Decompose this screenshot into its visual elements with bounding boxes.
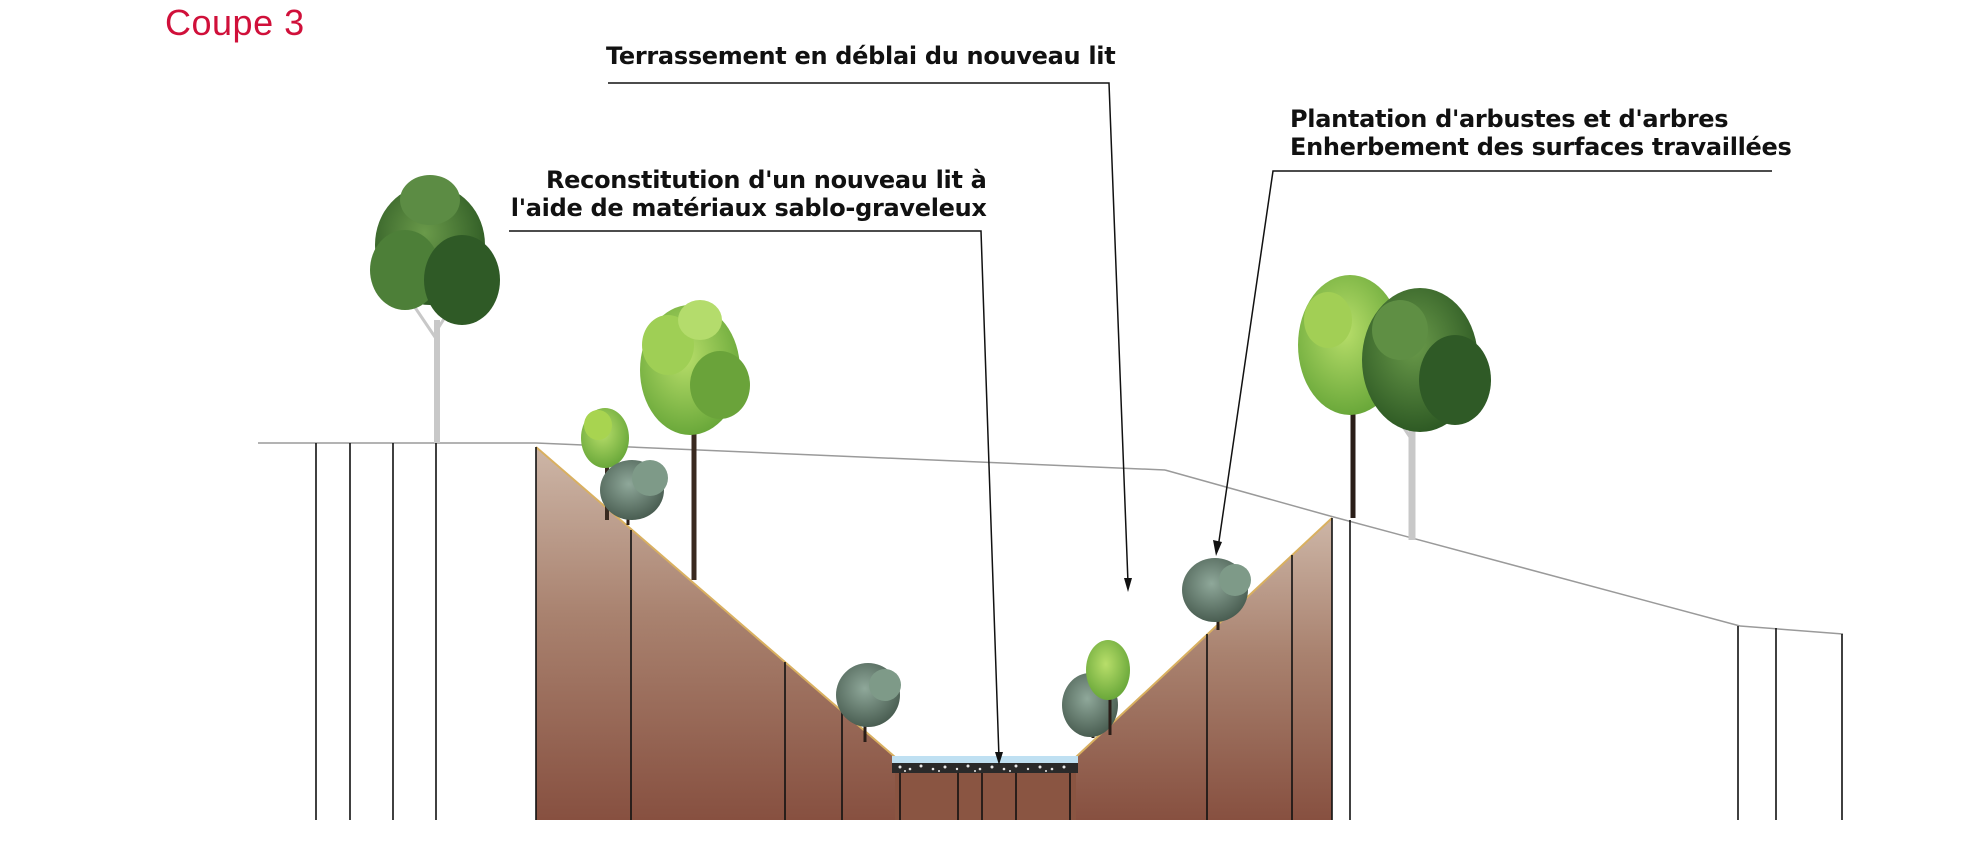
annotation-terrassement: Terrassement en déblai du nouveau lit bbox=[606, 42, 1116, 70]
ground-line bbox=[258, 442, 1844, 635]
arrow-heads bbox=[995, 540, 1222, 765]
annotation-reconstitution-line1: Reconstitution d'un nouveau lit à bbox=[546, 166, 987, 194]
shrub-icon bbox=[1182, 558, 1251, 630]
tree-icon bbox=[1362, 288, 1491, 540]
channel-bed-soil bbox=[895, 770, 1076, 820]
annotation-plantation-line1: Plantation d'arbustes et d'arbres bbox=[1290, 105, 1729, 133]
water-surface bbox=[892, 756, 1078, 764]
tree-icon bbox=[581, 408, 629, 520]
section-title: Coupe 3 bbox=[165, 2, 305, 43]
annotation-plantation-line2: Enherbement des surfaces travaillées bbox=[1290, 133, 1792, 161]
tree-icon bbox=[640, 300, 750, 580]
annotation-reconstitution-line2: l'aide de matériaux sablo-graveleux bbox=[510, 194, 987, 222]
right-vertical-lines bbox=[1349, 520, 1843, 820]
leader-lines bbox=[509, 82, 1772, 759]
shrub-icon bbox=[600, 460, 668, 525]
shrub-icon bbox=[836, 663, 901, 742]
left-bank-soil bbox=[536, 447, 895, 820]
soil-vertical-lines bbox=[630, 530, 1293, 820]
gravel-bed bbox=[892, 756, 1078, 773]
annotation-reconstitution: Reconstitution d'un nouveau lit à l'aide… bbox=[508, 166, 987, 222]
tree-icon bbox=[370, 175, 500, 443]
right-bank-soil bbox=[1076, 518, 1332, 820]
left-vertical-lines bbox=[315, 443, 437, 820]
tree-icon bbox=[1086, 640, 1130, 735]
annotation-plantation: Plantation d'arbustes et d'arbres Enherb… bbox=[1290, 105, 1792, 161]
